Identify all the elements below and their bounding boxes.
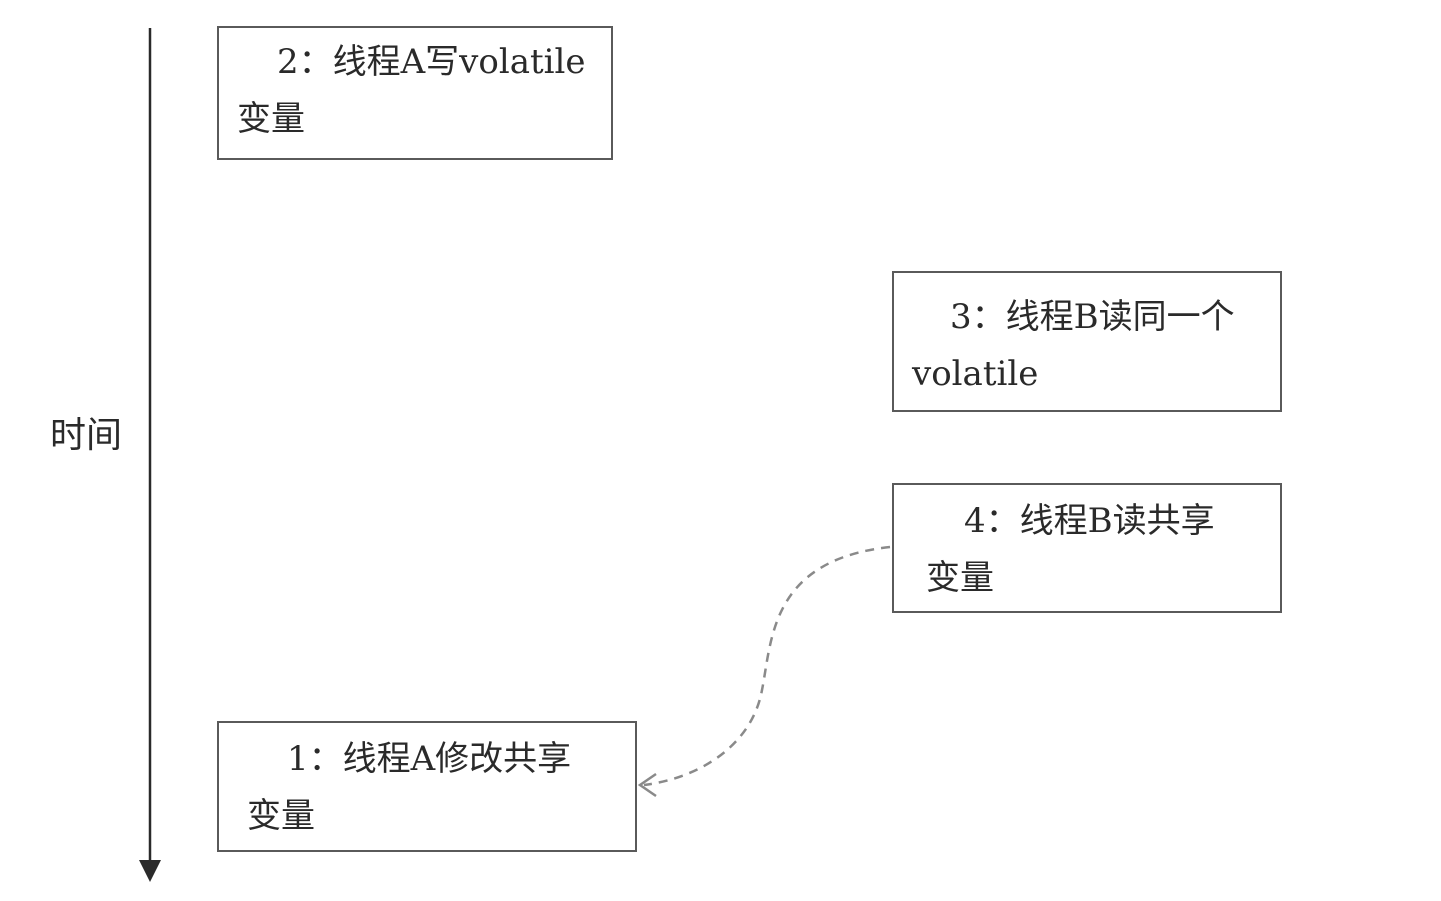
step-1-box: 1：线程A修改共享 变量 — [217, 721, 637, 852]
step-2-box: 2：线程A写volatile 变量 — [217, 26, 613, 160]
step-4-box: 4：线程B读共享 变量 — [892, 483, 1282, 613]
step-2-line2: 变量 — [237, 99, 305, 139]
step-2-line1: 2：线程A写volatile — [277, 42, 586, 82]
step-1-line2: 变量 — [247, 796, 315, 836]
step-4-line1: 4：线程B读共享 — [964, 501, 1215, 541]
dashed-arrowhead — [637, 772, 657, 798]
step-3-line1: 3：线程B读同一个 — [950, 297, 1235, 337]
dashed-curve-arrow — [643, 545, 891, 787]
time-axis-arrowhead — [139, 860, 161, 882]
step-3-box: 3：线程B读同一个 volatile — [892, 271, 1282, 412]
step-1-line1: 1：线程A修改共享 — [287, 739, 572, 779]
step-4-line2: 变量 — [926, 558, 994, 598]
step-3-line2: volatile — [912, 354, 1039, 394]
time-axis-label: 时间 — [50, 415, 123, 456]
